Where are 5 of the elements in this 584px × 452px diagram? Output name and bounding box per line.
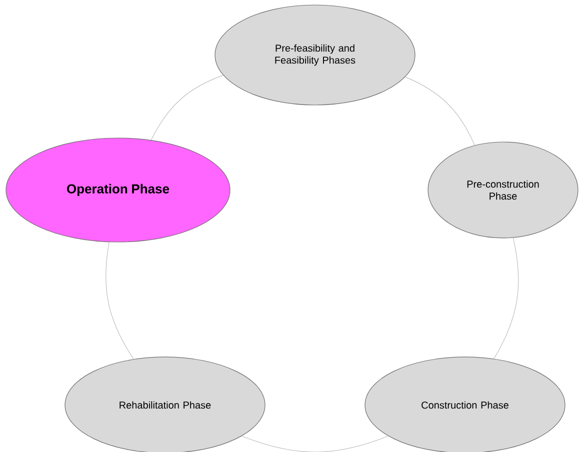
connector-arc xyxy=(106,242,134,360)
connector-arc xyxy=(150,74,224,140)
connector-arc xyxy=(494,238,519,360)
connector-arc xyxy=(242,436,388,452)
connector-arc xyxy=(404,76,475,146)
